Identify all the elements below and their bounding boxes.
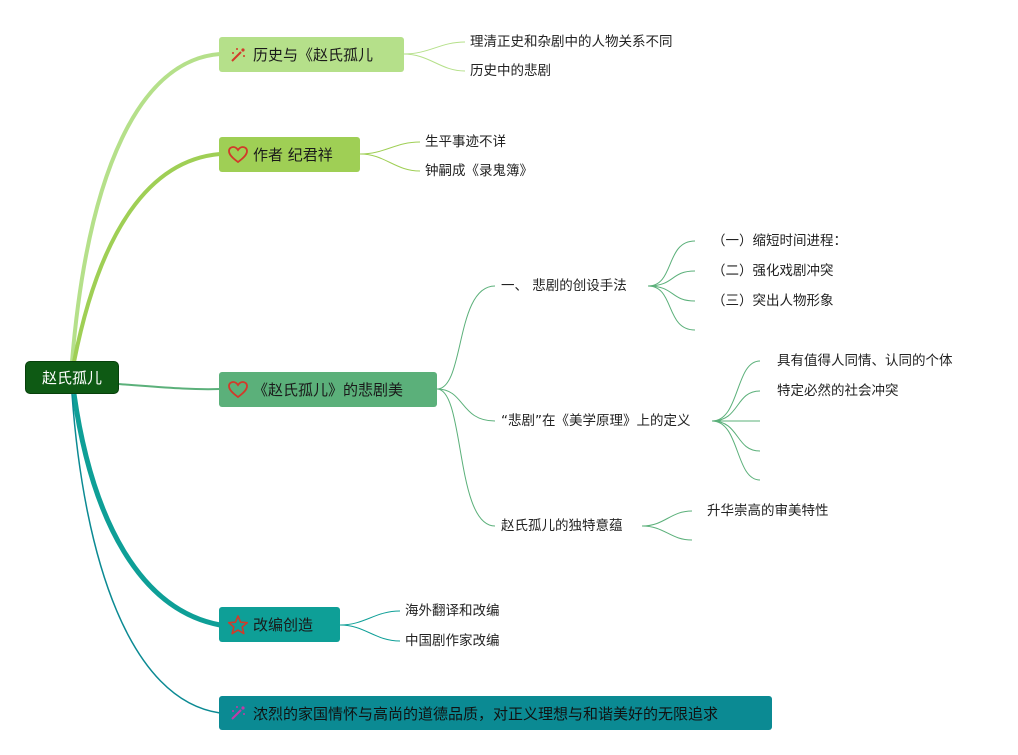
branch-tragedy[interactable]: 《赵氏孤儿》的悲剧美 [219,372,437,407]
wire-method-2 [647,270,696,287]
branch-author[interactable]: 作者 纪君祥 [219,137,360,172]
wire-method-4 [647,285,696,331]
root-topic-label: 赵氏孤儿 [41,369,102,387]
wire-author-2 [359,153,421,172]
wire-meaning-1 [641,510,693,527]
branch-tragedy-label: 《赵氏孤儿》的悲剧美 [253,381,404,399]
leaf-def-2[interactable]: 特定必然的社会冲突 [777,383,899,399]
wire-root-history [70,52,221,363]
leaf-def-1[interactable]: 具有值得人同情、认同的个体 [777,353,953,369]
sub-methods[interactable]: 一、 悲剧的创设手法 [501,278,627,294]
branch-patriot-label: 浓烈的家国情怀与高尚的道德品质，对正义理想与和谐美好的无限追求 [253,704,719,723]
leaf-method-3[interactable]: （三）突出人物形象 [712,293,834,309]
leaf-author-1[interactable]: 生平事迹不详 [425,134,506,150]
wire-def-4 [711,420,761,452]
wire-tragedy-2 [436,388,496,422]
branch-patriot[interactable]: 浓烈的家国情怀与高尚的道德品质，对正义理想与和谐美好的无限追求 [219,696,772,730]
sparkle-wand-icon [227,702,249,724]
branch-adapt[interactable]: 改编创造 [219,607,340,642]
leaf-adapt-1[interactable]: 海外翻译和改编 [405,603,500,619]
leaf-history-1[interactable]: 理清正史和杂剧中的人物关系不同 [470,34,673,50]
leaf-author-2[interactable]: 钟嗣成《录鬼簿》 [425,163,533,179]
wire-meaning-2 [641,525,693,541]
wire-def-5 [711,420,761,481]
leaf-method-2[interactable]: （二）强化戏剧冲突 [712,263,834,279]
wire-tragedy-3 [436,388,496,527]
wire-adapt-2 [339,624,401,642]
leaf-meaning-1[interactable]: 升华崇高的审美特性 [707,503,829,519]
wire-def-1 [711,360,761,422]
leaf-method-1[interactable]: （一）缩短时间进程： [712,233,847,249]
sparkle-wand-icon [227,44,249,66]
leaf-history-2[interactable]: 历史中的悲剧 [470,63,551,79]
wire-tragedy-1 [436,285,496,390]
branch-author-label: 作者 纪君祥 [253,146,333,164]
wire-root-tragedy [117,383,221,391]
wire-adapt-1 [339,610,401,626]
wire-def-2 [711,390,761,422]
wire-history-2 [402,53,466,72]
wire-history-1 [402,41,466,55]
sub-definition[interactable]: “悲剧”在《美学原理》上的定义 [501,413,691,429]
heart-icon [227,379,249,401]
branch-history-label: 历史与《赵氏孤儿 [253,46,374,64]
sub-meaning[interactable]: 赵氏孤儿的独特意蕴 [501,518,623,534]
branch-history[interactable]: 历史与《赵氏孤儿 [219,37,404,72]
wire-root-author [72,152,221,363]
leaf-adapt-2[interactable]: 中国剧作家改编 [405,633,500,649]
wire-method-3 [647,285,696,302]
star-icon [227,614,249,636]
wire-root-patriot [71,393,221,714]
wire-author-1 [359,141,421,155]
wire-root-adapt [71,393,221,628]
branch-adapt-label: 改编创造 [253,616,314,634]
wire-method-1 [647,240,696,287]
heart-icon [227,144,249,166]
root-topic[interactable]: 赵氏孤儿 [25,361,119,394]
